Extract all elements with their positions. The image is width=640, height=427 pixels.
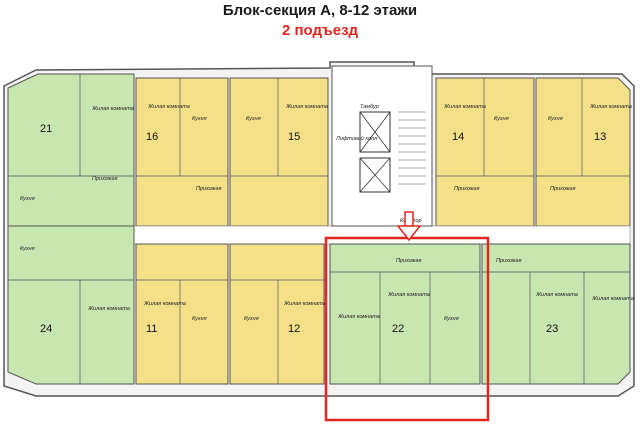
lift-shaft-2 xyxy=(359,157,391,193)
label-kitchen-15: Кухня xyxy=(246,116,261,122)
apartment-11[interactable] xyxy=(135,243,229,385)
label-hall-13: Прихожая xyxy=(550,186,576,192)
apartment-22[interactable] xyxy=(329,243,481,385)
apt-num-13: 13 xyxy=(594,131,606,143)
label-hall-21: Прихожая xyxy=(92,176,118,182)
label-living-16: Жилая комната xyxy=(147,104,190,110)
label-hall-23: Прихожая xyxy=(496,258,522,264)
label-kitchen-22: Кухня xyxy=(444,316,459,322)
apartment-21[interactable] xyxy=(7,73,135,227)
apt-num-15: 15 xyxy=(288,131,300,143)
apartment-14[interactable] xyxy=(435,77,535,227)
label-kitchen-16: Кухня xyxy=(192,116,207,122)
apartment-24[interactable] xyxy=(7,225,135,385)
apartment-13[interactable] xyxy=(535,77,631,227)
label-kitchen-13: Кухня xyxy=(548,116,563,122)
label-living-22b: Жилая комната xyxy=(387,292,430,298)
label-living-23: Жилая комната xyxy=(535,292,578,298)
apt-num-11: 11 xyxy=(146,323,157,335)
lift-shaft xyxy=(359,111,391,153)
label-living-23b: Жилая комната xyxy=(591,296,634,302)
apartment-23[interactable] xyxy=(481,243,631,385)
plan-subtitle: 2 подъезд xyxy=(281,22,359,39)
apt-num-22: 22 xyxy=(392,323,404,335)
label-living-11: Жилая комната xyxy=(143,301,186,307)
apartment-12[interactable] xyxy=(229,243,325,385)
stair-core xyxy=(331,65,433,227)
label-living-12: Жилая комната xyxy=(283,301,326,307)
apt-num-16: 16 xyxy=(146,131,158,143)
apt-num-14: 14 xyxy=(452,131,464,143)
arrow-down-icon xyxy=(396,211,422,242)
corridor xyxy=(133,225,631,245)
label-kitchen-14: Кухня xyxy=(494,116,509,122)
label-living-15: Жилая комната xyxy=(285,104,328,110)
stairs xyxy=(398,111,426,185)
label-kitchen-11: Кухня xyxy=(192,316,207,322)
label-lift-hall: Лифтовой холл xyxy=(335,135,377,142)
apt-num-21: 21 xyxy=(40,123,52,135)
label-kitchen-12: Кухня xyxy=(244,316,259,322)
label-hall-14: Прихожая xyxy=(454,186,480,192)
apartment-15[interactable] xyxy=(229,77,329,227)
partitions xyxy=(8,74,630,384)
apt-num-24: 24 xyxy=(40,323,52,335)
apt-num-12: 12 xyxy=(288,323,300,335)
label-hall-22: Прихожая xyxy=(396,258,422,264)
label-living-14: Жилая комната xyxy=(443,104,486,110)
label-living-24: Жилая комната xyxy=(87,306,130,312)
apt-num-23: 23 xyxy=(546,323,558,335)
label-kitchen-24: Кухня xyxy=(20,246,35,252)
label-hall-16: Прихожая xyxy=(196,186,222,192)
label-kitchen-21: Кухня xyxy=(20,196,35,202)
apartment-16[interactable] xyxy=(135,77,229,227)
label-living-22a: Жилая комната xyxy=(337,314,380,320)
label-living-21: Жилая комната xyxy=(91,106,134,112)
label-living-13: Жилая комната xyxy=(589,104,632,110)
label-tambur: Тамбур xyxy=(360,104,379,110)
plan-title: Блок-секция А, 8-12 этажи xyxy=(222,2,418,19)
